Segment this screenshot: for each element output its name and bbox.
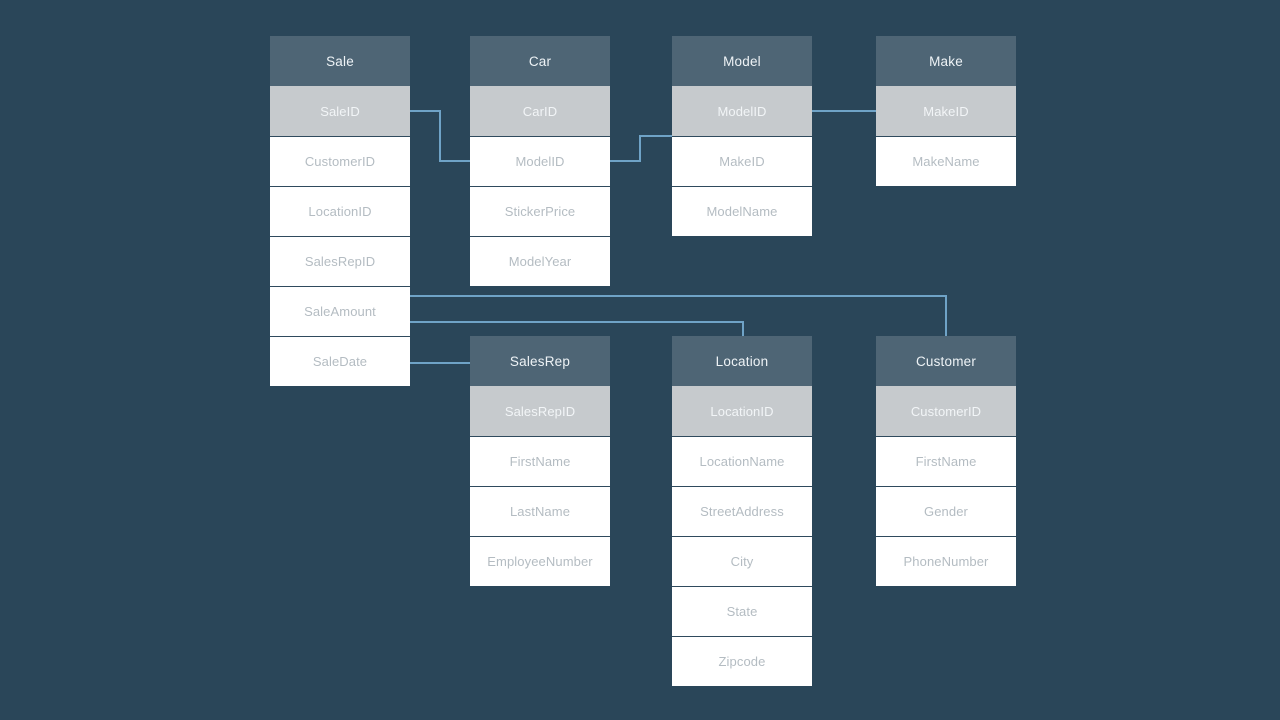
field-label: MakeID (719, 154, 765, 169)
field-firstname[interactable]: FirstName (470, 436, 610, 486)
field-label: FirstName (915, 454, 977, 469)
field-city[interactable]: City (672, 536, 812, 586)
field-state[interactable]: State (672, 586, 812, 636)
connector-sale-to-car (410, 110, 470, 162)
field-makeid[interactable]: MakeID (672, 136, 812, 186)
field-streetaddress[interactable]: StreetAddress (672, 486, 812, 536)
field-label: ModelName (706, 204, 778, 219)
field-locationid[interactable]: LocationID (270, 186, 410, 236)
field-phonenumber[interactable]: PhoneNumber (876, 536, 1016, 586)
entity-title-model: Model (672, 36, 812, 86)
field-label: SalesRepID (304, 254, 376, 269)
field-label: City (730, 554, 754, 569)
field-gender[interactable]: Gender (876, 486, 1016, 536)
field-label: LocationName (699, 454, 785, 469)
field-label: ModelYear (508, 254, 572, 269)
field-firstname[interactable]: FirstName (876, 436, 1016, 486)
field-saledate[interactable]: SaleDate (270, 336, 410, 386)
field-label: MakeID (923, 103, 969, 119)
field-label: LocationID (710, 403, 774, 419)
primary-key-field-salesrepid[interactable]: SalesRepID (470, 386, 610, 436)
primary-key-field-modelid[interactable]: ModelID (672, 86, 812, 136)
field-label: SaleDate (312, 354, 368, 369)
entity-title-car: Car (470, 36, 610, 86)
field-zipcode[interactable]: Zipcode (672, 636, 812, 686)
field-saleamount[interactable]: SaleAmount (270, 286, 410, 336)
field-label: StreetAddress (700, 504, 784, 519)
primary-key-field-carid[interactable]: CarID (470, 86, 610, 136)
field-label: SalesRepID (504, 403, 576, 419)
field-label: MakeName (912, 154, 980, 169)
entity-title-sale: Sale (270, 36, 410, 86)
field-label: CustomerID (304, 154, 376, 169)
field-salesrepid[interactable]: SalesRepID (270, 236, 410, 286)
field-label: LocationID (308, 204, 372, 219)
field-label: EmployeeNumber (487, 554, 593, 569)
field-label: ModelID (515, 154, 565, 169)
field-modelname[interactable]: ModelName (672, 186, 812, 236)
field-label: SaleAmount (304, 304, 376, 319)
primary-key-field-customerid[interactable]: CustomerID (876, 386, 1016, 436)
field-employeenumber[interactable]: EmployeeNumber (470, 536, 610, 586)
entity-title-customer: Customer (876, 336, 1016, 386)
field-label: FirstName (509, 454, 571, 469)
field-label: CarID (522, 103, 558, 119)
field-modelyear[interactable]: ModelYear (470, 236, 610, 286)
field-label: SaleID (320, 103, 360, 119)
field-label: CustomerID (910, 403, 982, 419)
primary-key-field-makeid[interactable]: MakeID (876, 86, 1016, 136)
entity-title-location: Location (672, 336, 812, 386)
field-stickerprice[interactable]: StickerPrice (470, 186, 610, 236)
connector-sale-to-customer (410, 295, 947, 336)
field-modelid[interactable]: ModelID (470, 136, 610, 186)
primary-key-field-locationid[interactable]: LocationID (672, 386, 812, 436)
entity-title-salesrep: SalesRep (470, 336, 610, 386)
field-lastname[interactable]: LastName (470, 486, 610, 536)
field-locationname[interactable]: LocationName (672, 436, 812, 486)
field-label: ModelID (717, 103, 767, 119)
field-label: Gender (924, 504, 968, 519)
primary-key-field-saleid[interactable]: SaleID (270, 86, 410, 136)
field-label: LastName (509, 504, 571, 519)
field-label: State (726, 604, 758, 619)
entity-title-make: Make (876, 36, 1016, 86)
field-makename[interactable]: MakeName (876, 136, 1016, 186)
field-customerid[interactable]: CustomerID (270, 136, 410, 186)
field-label: Zipcode (718, 654, 766, 669)
field-label: StickerPrice (504, 204, 576, 219)
connector-car-to-model (610, 135, 672, 162)
field-label: PhoneNumber (903, 554, 989, 569)
connector-sale-to-location (410, 321, 744, 336)
